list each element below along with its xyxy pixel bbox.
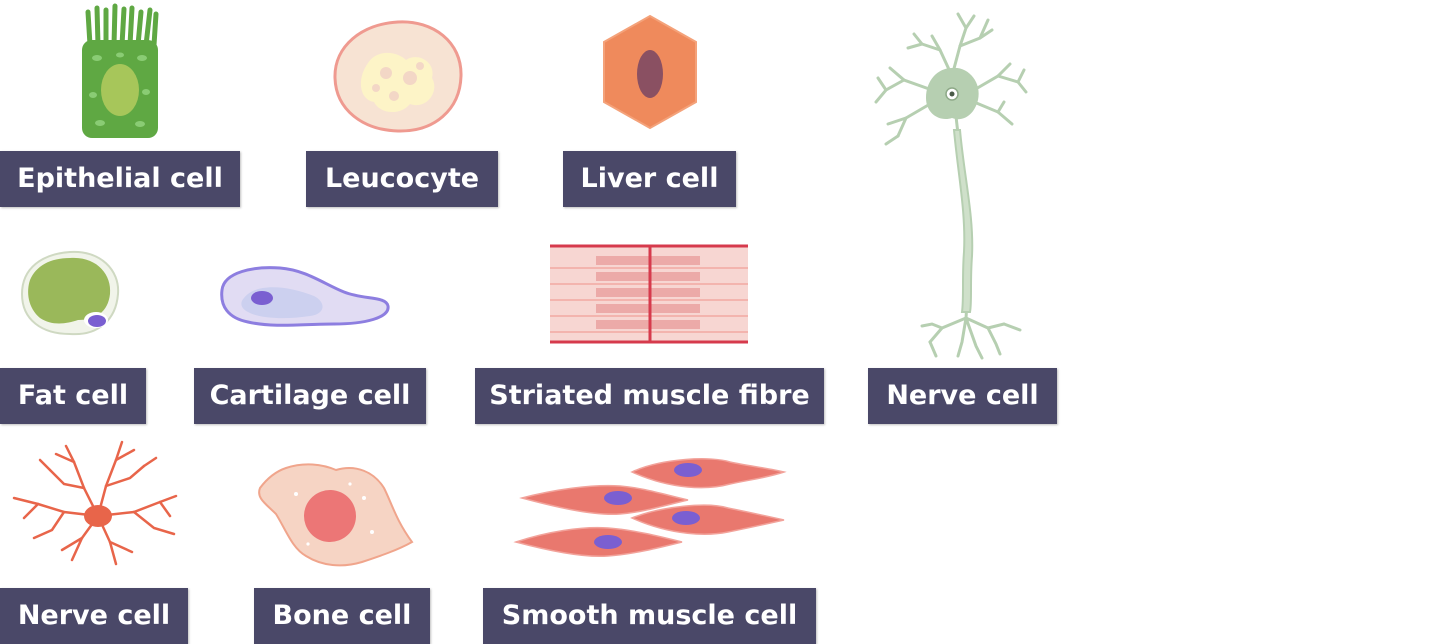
- epithelial-cell-icon: [82, 3, 159, 138]
- fat-cell-icon: [20, 250, 120, 336]
- liver-cell-label: Liver cell: [563, 151, 736, 207]
- fat-cell-label: Fat cell: [0, 368, 146, 424]
- bone-cell-icon: [258, 463, 414, 567]
- leucocyte-icon: [333, 20, 463, 133]
- striated-muscle-fibre-icon: [550, 244, 748, 344]
- nerve-cell-star-icon: [12, 440, 178, 566]
- smooth-muscle-cell-label: Smooth muscle cell: [483, 588, 816, 644]
- smooth-muscle-cell-icon: [513, 458, 787, 558]
- bone-cell-label: Bone cell: [254, 588, 430, 644]
- nerve-cell-star-label: Nerve cell: [0, 588, 188, 644]
- leucocyte-label: Leucocyte: [306, 151, 498, 207]
- cartilage-cell-icon: [220, 266, 390, 327]
- liver-cell-icon: [603, 14, 697, 130]
- cartilage-cell-label: Cartilage cell: [194, 368, 426, 424]
- nerve-cell-neuron-icon: [874, 12, 1028, 360]
- striated-muscle-fibre-label: Striated muscle fibre: [475, 368, 824, 424]
- epithelial-cell-label: Epithelial cell: [0, 151, 240, 207]
- nerve-cell-neuron-label: Nerve cell: [868, 368, 1057, 424]
